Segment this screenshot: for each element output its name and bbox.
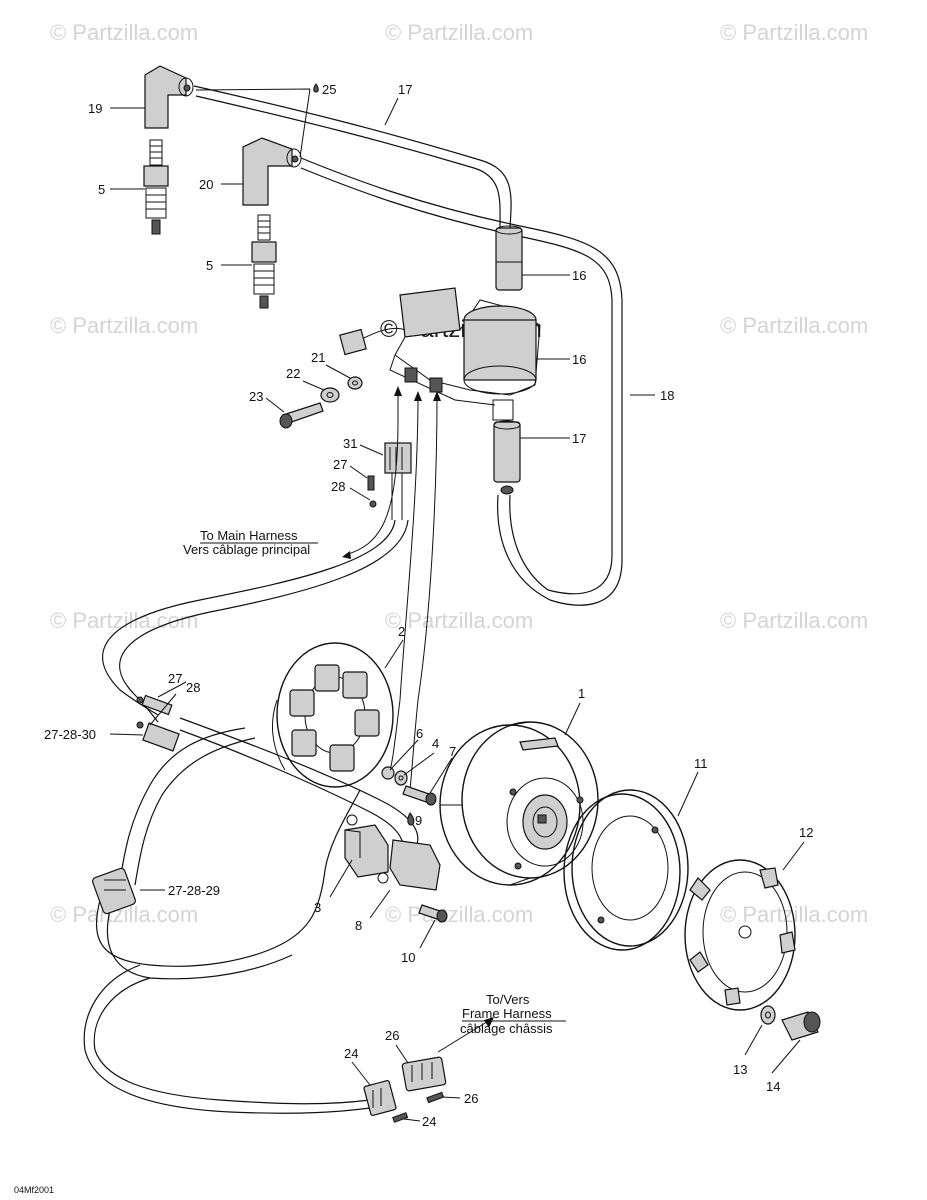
- callout-11: 11: [694, 756, 708, 771]
- watermark: © Partzilla.com: [385, 20, 533, 45]
- callout-28: 28: [331, 479, 345, 494]
- spark-plug-cap-lower: [242, 137, 302, 206]
- terminal: [367, 475, 375, 491]
- ignition-coil: [389, 287, 541, 421]
- callout-18: 19: [88, 101, 102, 116]
- sensor: [377, 839, 441, 891]
- connector-lower: [92, 867, 136, 915]
- frame-harness-arrow: [437, 1017, 494, 1053]
- frame-harness-label-en: Frame Harness: [462, 1006, 552, 1021]
- threadlocker-drop: [407, 812, 415, 826]
- callout-17: 18: [660, 388, 674, 403]
- droplet-icon: [313, 83, 319, 93]
- wiring-arrows: [342, 386, 441, 791]
- callout-20: 22: [286, 366, 300, 381]
- callout-22: 24: [344, 1046, 358, 1061]
- callout-15: 16: [572, 352, 586, 367]
- sensor-bracket: [344, 814, 389, 878]
- callouts: 19 5 20 5 25 17 16 16 17 18 21 22 23 31 …: [44, 82, 813, 1129]
- starter-cup: [563, 789, 689, 951]
- callout-16: 17: [572, 431, 586, 446]
- callout-10: 10: [401, 950, 415, 965]
- stator: [272, 642, 394, 788]
- callout-8: 8: [355, 918, 362, 933]
- flat-washer: [320, 387, 340, 403]
- frame-harness-to: To/Vers: [486, 992, 530, 1007]
- stator-screw: [402, 785, 437, 806]
- callout-16: 16: [572, 268, 586, 283]
- spark-plug-cap-upper: [144, 65, 194, 129]
- wire-boot-upper: [495, 225, 523, 291]
- callout-12: 12: [799, 825, 813, 840]
- main-harness-note: To Main Harness Vers câblage principal: [183, 528, 318, 557]
- connector-upper: [136, 694, 173, 716]
- callout-28: 28: [186, 680, 200, 695]
- spark-plug-lower: [251, 214, 277, 309]
- coil-connector: [339, 327, 406, 356]
- connector-housing: [384, 442, 412, 520]
- callout-9: 9: [415, 813, 422, 828]
- callout-13: 13: [733, 1062, 747, 1077]
- callout-17: 17: [398, 82, 412, 97]
- callout-21: 23: [249, 389, 263, 404]
- pin-26: [426, 1091, 445, 1104]
- spark-plug-upper: [143, 139, 169, 235]
- connector-25: [401, 1056, 447, 1092]
- callout-24: 24: [422, 1114, 436, 1129]
- flywheel-washer: [760, 1005, 776, 1025]
- flywheel-bolt: [781, 1011, 821, 1041]
- callout-23: 25: [322, 82, 336, 97]
- callout-6: 6: [416, 726, 423, 741]
- watermark: © Partzilla.com: [50, 608, 198, 633]
- callout-31: 31: [343, 436, 357, 451]
- frame-harness-note: To/Vers Frame Harness câblage châssis: [460, 992, 566, 1036]
- watermark: © Partzilla.com: [385, 608, 533, 633]
- callout-1: 1: [578, 686, 585, 701]
- main-harness-label-en: To Main Harness: [200, 528, 298, 543]
- connector-middle: [136, 721, 180, 752]
- flywheel-guard: [684, 859, 796, 1011]
- figure-code: 04Mf2001: [14, 1185, 54, 1195]
- main-harness-label-fr: Vers câblage principal: [183, 542, 310, 557]
- callout-27: 27: [168, 671, 182, 686]
- watermark: © Partzilla.com: [720, 20, 868, 45]
- callout-27-28-30: 27-28-30: [44, 727, 96, 742]
- watermarks: © Partzilla.com © Partzilla.com © Partzi…: [50, 20, 868, 927]
- stator-lockwasher: [381, 766, 395, 780]
- callout-27: 27: [333, 457, 347, 472]
- watermark: © Partzilla.com: [50, 20, 198, 45]
- callout-2: 2: [398, 624, 405, 639]
- callout-5: 5: [98, 182, 105, 197]
- wire-boot-lower: [493, 420, 521, 495]
- sensor-screw: [418, 904, 448, 923]
- callout-18: 20: [199, 177, 213, 192]
- callout-26: 26: [464, 1091, 478, 1106]
- connector-22: [363, 1079, 397, 1117]
- stator-washer: [394, 770, 408, 786]
- leader-lines: [109, 88, 805, 1122]
- callout-7: 7: [449, 744, 456, 759]
- watermark: © Partzilla.com: [720, 313, 868, 338]
- watermark: © Partzilla.com: [50, 313, 198, 338]
- callout-25: 26: [385, 1028, 399, 1043]
- callout-19: 21: [311, 350, 325, 365]
- seal: [369, 500, 377, 508]
- callout-5: 5: [206, 258, 213, 273]
- callout-3: 3: [314, 900, 321, 915]
- flywheel: [439, 721, 599, 886]
- lock-washer: [347, 376, 363, 390]
- watermark: © Partzilla.com: [720, 608, 868, 633]
- high-tension-wire: [193, 85, 623, 606]
- callout-27-28-29: 27-28-29: [168, 883, 220, 898]
- frame-harness-label-fr: câblage châssis: [460, 1021, 553, 1036]
- coil-screw: [279, 402, 324, 429]
- callout-4: 4: [432, 736, 439, 751]
- watermark: © Partzilla.com: [385, 902, 533, 927]
- pin-24: [392, 1112, 409, 1123]
- callout-14: 14: [766, 1079, 780, 1094]
